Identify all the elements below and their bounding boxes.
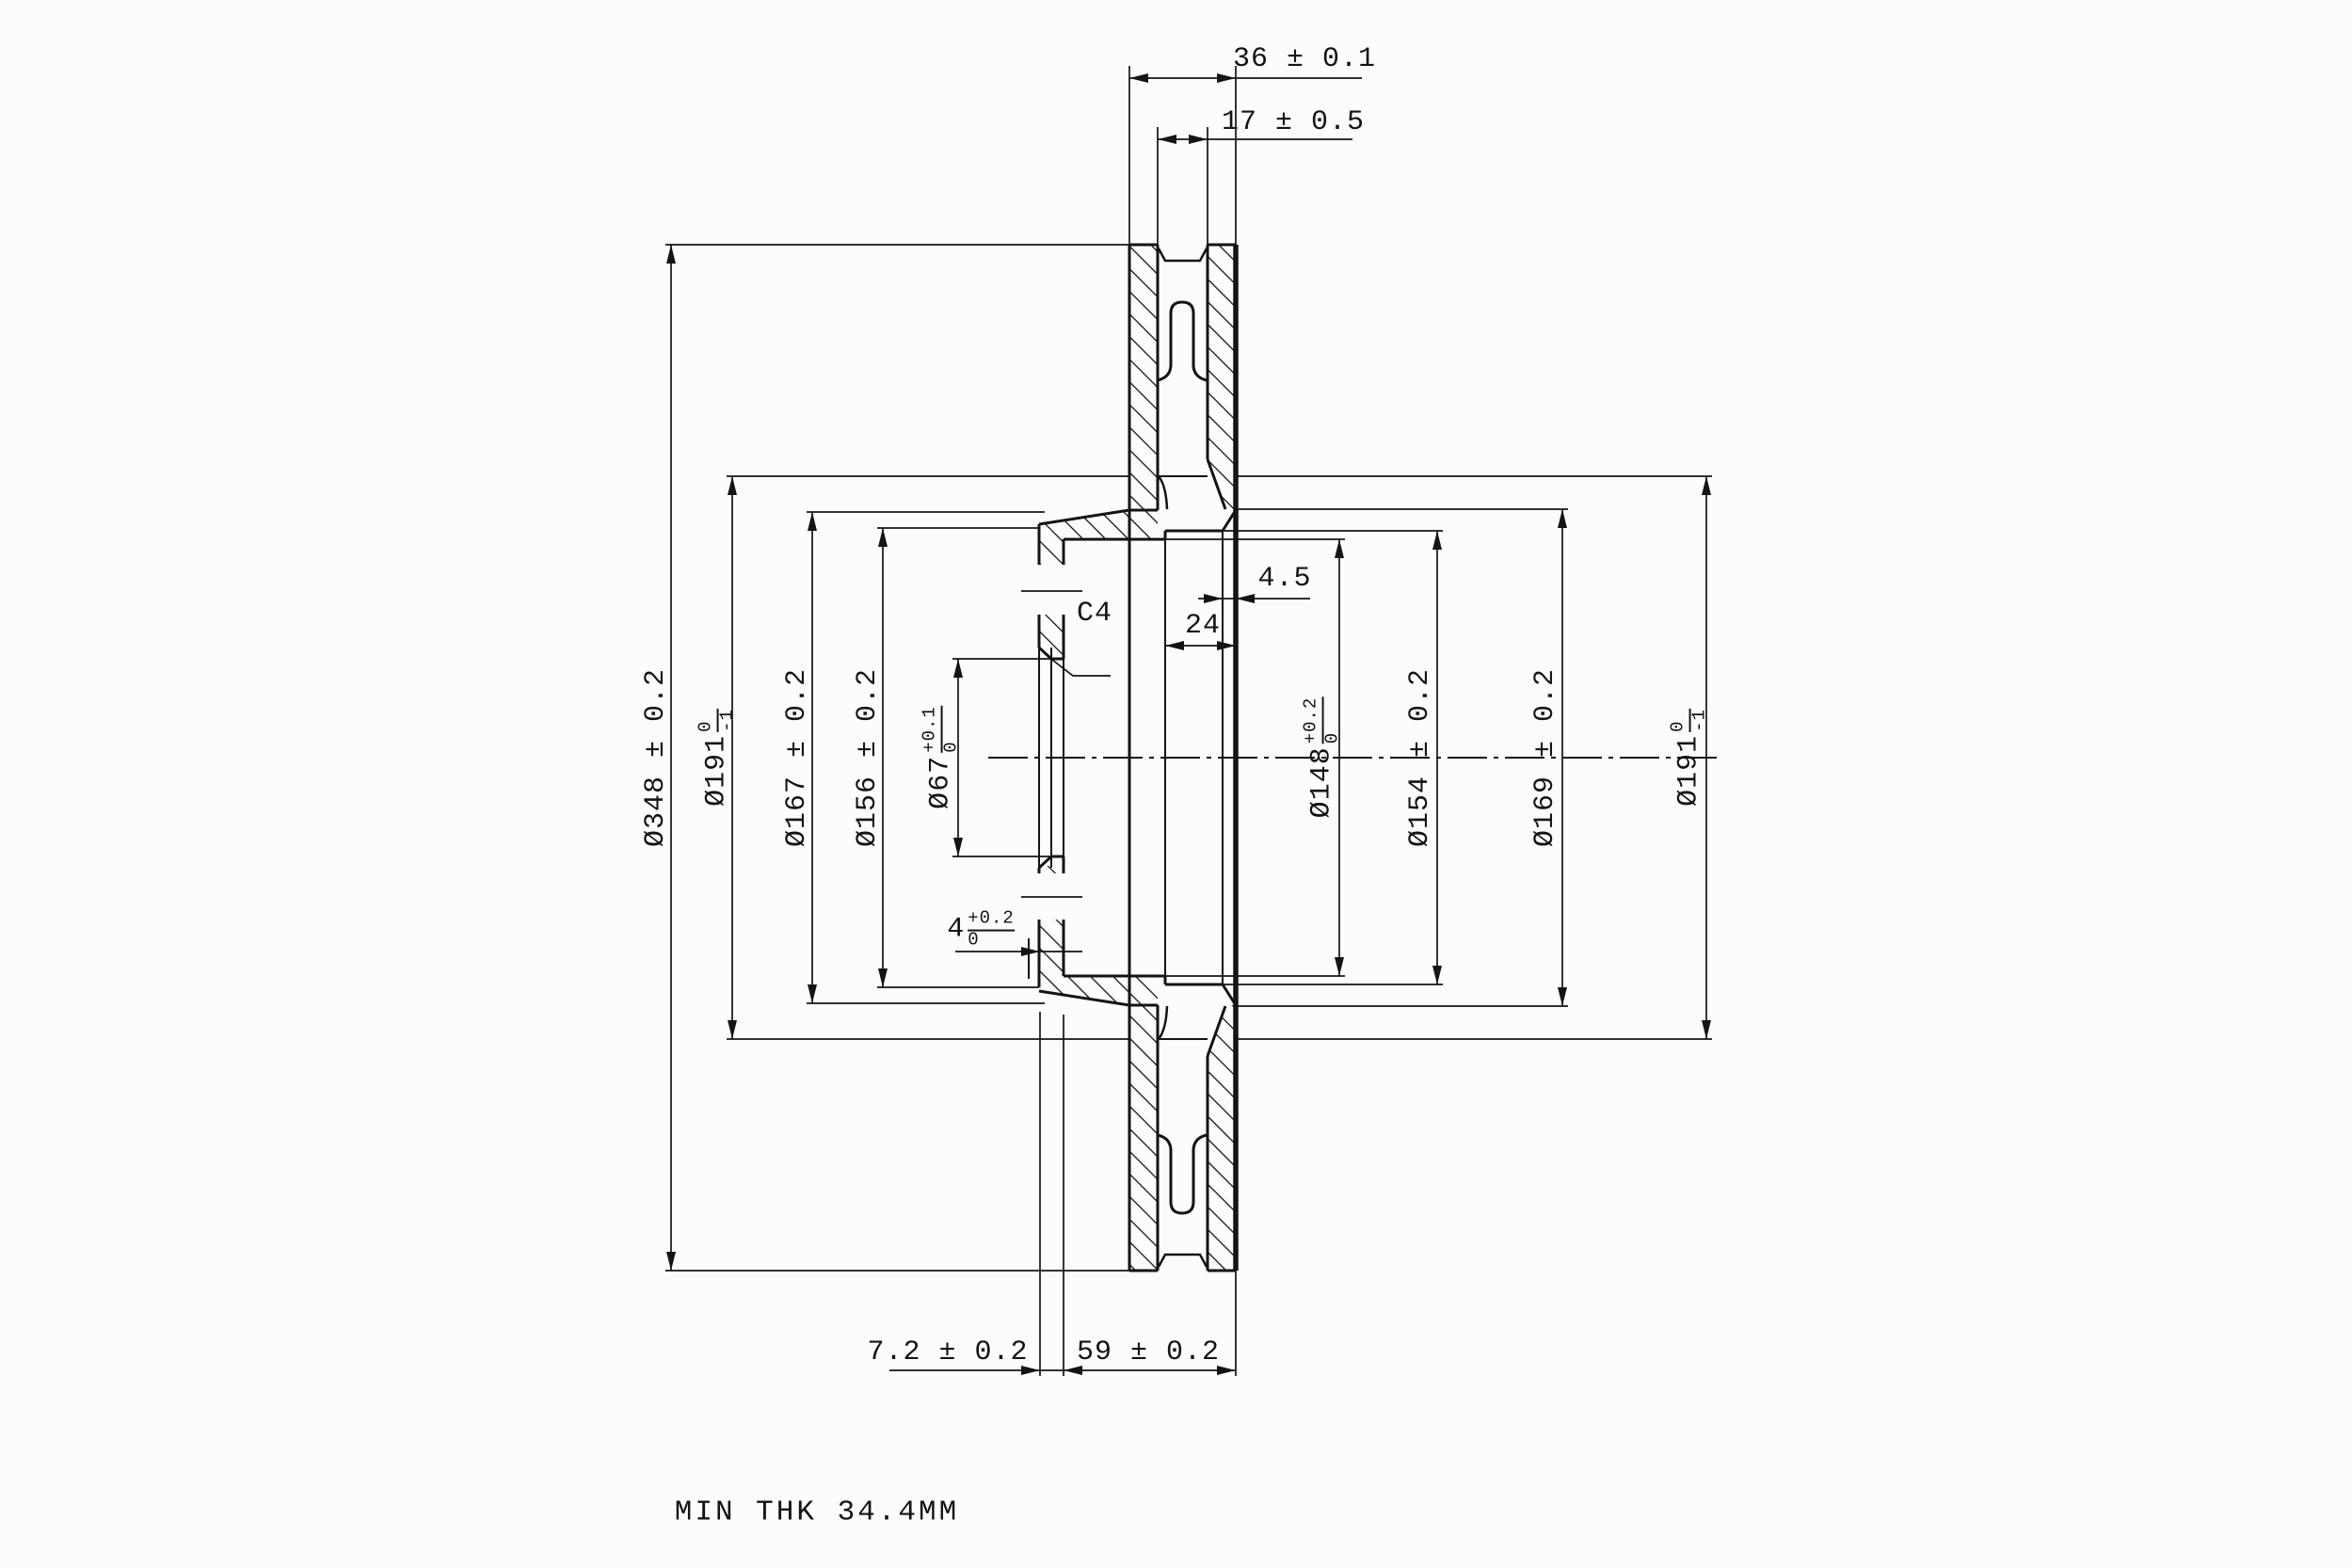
projected-edges xyxy=(1028,531,1224,984)
dim-overall-depth: 59 ± 0.2 xyxy=(1076,1336,1221,1368)
dim-ring-thickness: 36 ± 0.1 xyxy=(1232,43,1377,75)
dia-vent-inner-right: Ø191 0-1 xyxy=(1667,709,1710,807)
min-thickness-note: MIN THK 34.4MM xyxy=(674,1496,960,1529)
dimension-lines xyxy=(665,66,1712,1376)
dim-vent-width: 17 ± 0.5 xyxy=(1221,106,1366,138)
dimension-arrows xyxy=(666,73,1711,1375)
dia-mouth: Ø169 ± 0.2 xyxy=(1529,667,1561,848)
part-outline xyxy=(1037,243,1238,1272)
dia-vent-inner-left: Ø191 0-1 xyxy=(695,709,738,807)
dim-register-depth: 24 xyxy=(1184,610,1222,642)
dia-outer: Ø348 ± 0.2 xyxy=(640,667,672,848)
dim-counterbore-depth: 4.5 xyxy=(1257,563,1312,595)
dia-counterbore: Ø154 ± 0.2 xyxy=(1404,667,1436,848)
dim-flange-thickness: 7.2 ± 0.2 xyxy=(867,1336,1029,1368)
chamfer-callout: C4 xyxy=(1076,598,1113,630)
dia-hat-step-outer: Ø167 ± 0.2 xyxy=(781,667,813,848)
dia-hat-step-inner: Ø156 ± 0.2 xyxy=(852,667,884,848)
